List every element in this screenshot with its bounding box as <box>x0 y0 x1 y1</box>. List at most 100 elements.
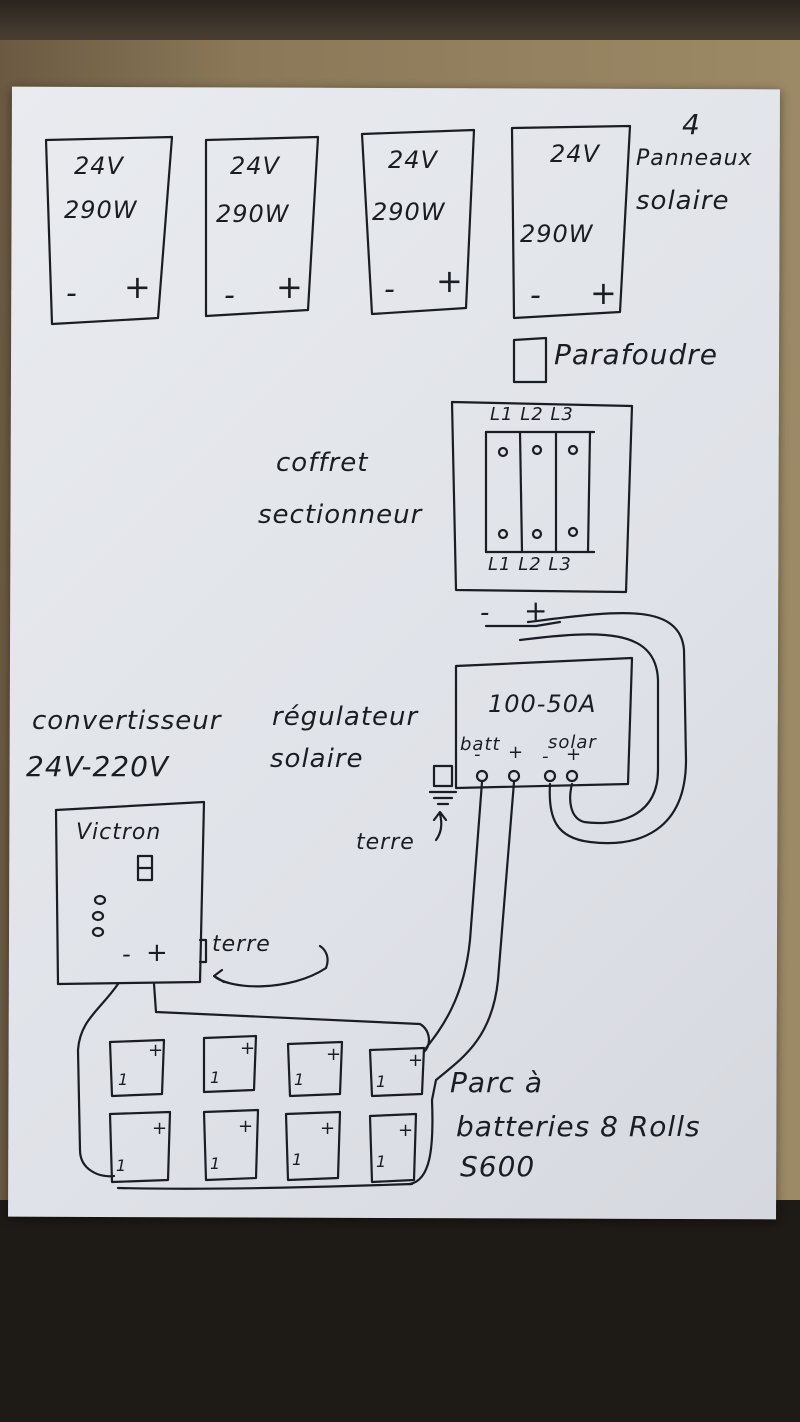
regulator-solar-label: solar <box>548 732 597 753</box>
battery-1 <box>108 1038 166 1098</box>
panel-3-voltage: 24V <box>388 146 438 174</box>
regulator-terminal-solar-minus <box>543 769 557 783</box>
solar-panel-2-outline <box>204 135 320 318</box>
wire-regulator-batt-plus <box>408 780 516 1186</box>
battery-2-plus: + <box>240 1038 257 1059</box>
converter-earth-arrow <box>212 944 329 988</box>
battery-3 <box>286 1040 344 1098</box>
panel-4-minus: - <box>530 278 542 313</box>
regulator-rating: 100-50A <box>488 690 597 718</box>
wire-regulator-batt-minus <box>424 780 484 1050</box>
battery-7 <box>284 1110 342 1182</box>
panel-3-power: 290W <box>372 198 446 226</box>
battery-5-minus: 1 <box>116 1156 128 1175</box>
battery-3-minus: 1 <box>294 1070 306 1089</box>
disconnect-bottom-labels: L1 L2 L3 <box>488 554 572 575</box>
disconnect-breaker-4 <box>586 430 592 554</box>
disconnect-top-labels: L1 L2 L3 <box>490 404 574 425</box>
converter-led-2 <box>91 910 105 922</box>
solar-panel-4-outline <box>510 124 632 320</box>
regulator-terminal-batt-plus <box>507 769 521 783</box>
converter-led-3 <box>91 926 105 938</box>
earth-symbol <box>428 764 458 806</box>
battery-4-plus: + <box>408 1050 425 1071</box>
panels-label-line2: solaire <box>636 186 730 216</box>
battery-6-minus: 1 <box>210 1154 222 1173</box>
disconnect-label-line1: coffret <box>276 448 369 478</box>
terminal-l1-bottom <box>497 528 509 540</box>
panel-2-power: 290W <box>216 200 290 228</box>
battery-8 <box>368 1112 418 1184</box>
converter-plus: + <box>146 938 169 968</box>
panel-1-voltage: 24V <box>74 152 124 180</box>
panel-2-voltage: 24V <box>230 152 280 180</box>
regulator-terminal-solar-plus <box>565 769 579 783</box>
converter-earth-plug <box>198 938 208 964</box>
battery-1-plus: + <box>148 1040 165 1061</box>
converter-label-line1: convertisseur <box>32 706 222 736</box>
terminal-l3-top <box>567 444 579 456</box>
terminal-l2-top <box>531 444 543 456</box>
regulator-label-line1: régulateur <box>272 702 419 732</box>
battery-bank-label-line3: S600 <box>460 1150 536 1183</box>
terminal-l2-bottom <box>531 528 543 540</box>
battery-8-plus: + <box>398 1120 415 1141</box>
terminal-l3-bottom <box>567 526 579 538</box>
panel-1-plus: + <box>124 268 152 306</box>
panel-4-voltage: 24V <box>550 140 600 168</box>
battery-bank-label-line2: batteries 8 Rolls <box>456 1110 701 1143</box>
converter-label-line2: 24V-220V <box>26 750 170 783</box>
wire-converter-minus <box>76 982 120 1178</box>
battery-1-minus: 1 <box>118 1070 130 1089</box>
regulator-batt-plus: + <box>508 742 525 763</box>
battery-3-plus: + <box>326 1044 343 1065</box>
panel-3-plus: + <box>436 262 464 300</box>
solar-panel-3-outline <box>360 128 476 316</box>
battery-2 <box>202 1034 258 1094</box>
converter-minus: - <box>122 940 132 968</box>
regulator-box-outline <box>454 656 634 790</box>
wire-converter-plus <box>152 982 430 1054</box>
earth-arrow <box>432 810 448 842</box>
regulator-solar-minus: - <box>542 746 550 767</box>
regulator-terminal-batt-minus <box>475 769 489 783</box>
panel-1-power: 290W <box>64 196 138 224</box>
disconnect-breaker-2 <box>518 430 524 554</box>
surge-protector-box <box>512 336 548 384</box>
converter-led-1 <box>93 894 107 906</box>
battery-6 <box>202 1108 260 1182</box>
regulator-solar-plus: + <box>566 744 583 765</box>
battery-bank-label-line1: Parc à <box>450 1066 544 1099</box>
bus-plus: + <box>524 594 549 627</box>
terminal-l1-top <box>497 446 509 458</box>
battery-2-minus: 1 <box>210 1068 222 1087</box>
battery-7-minus: 1 <box>292 1150 304 1169</box>
converter-box-outline <box>54 800 206 986</box>
solar-panel-1-outline <box>44 135 174 326</box>
earth-label: terre <box>356 830 415 855</box>
battery-8-minus: 1 <box>376 1152 388 1171</box>
panel-4-plus: + <box>590 274 618 312</box>
disconnect-box-outline <box>450 400 634 594</box>
panel-3-minus: - <box>384 272 396 307</box>
battery-6-plus: + <box>238 1116 255 1137</box>
converter-display <box>136 854 154 882</box>
surge-protector-label: Parafoudre <box>554 338 718 371</box>
panel-4-power: 290W <box>520 220 594 248</box>
solar-feed-wire-inner <box>518 633 660 825</box>
panels-label-line1: Panneaux <box>636 146 753 171</box>
panel-2-minus: - <box>224 278 236 313</box>
regulator-batt-minus: - <box>474 744 482 765</box>
background-bottom <box>0 1200 800 1422</box>
battery-7-plus: + <box>320 1118 337 1139</box>
wire-bank-bottom <box>116 1182 414 1190</box>
battery-4 <box>368 1046 426 1098</box>
panel-2-plus: + <box>276 268 304 306</box>
battery-5-plus: + <box>152 1118 169 1139</box>
page-number: 4 <box>682 108 701 141</box>
panel-1-minus: - <box>66 276 78 311</box>
regulator-batt-label: batt <box>460 734 501 755</box>
battery-5 <box>108 1110 172 1184</box>
bus-bar <box>484 620 562 628</box>
